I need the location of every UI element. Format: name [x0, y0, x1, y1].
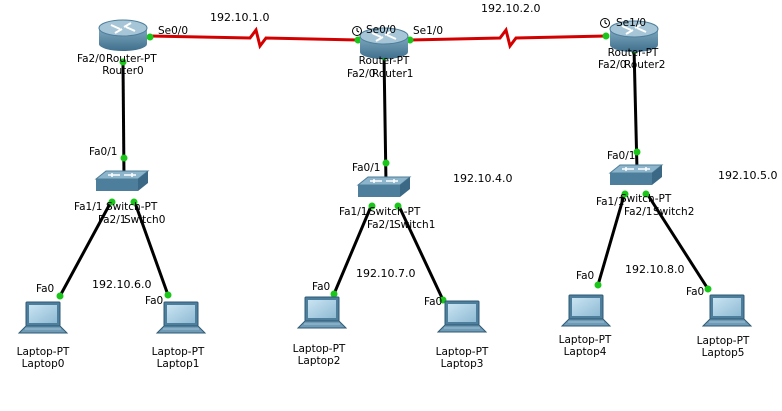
switch0-model-label: Switch-PT — [106, 201, 158, 213]
router0-icon[interactable] — [98, 19, 148, 51]
router1-name-label: Router1 — [372, 68, 414, 80]
laptop2-icon[interactable] — [296, 296, 348, 329]
switch2-name-label: Switch2 — [653, 206, 695, 218]
link-sw2-laptop4[interactable] — [596, 191, 627, 286]
router2-name-label: Router2 — [624, 59, 666, 71]
network-label-192-10-5-0: 192.10.5.0 — [718, 169, 778, 182]
port-label-r2-se10: Se1/0 — [616, 17, 647, 29]
laptop4-icon[interactable] — [560, 294, 612, 327]
port-label-r1-fa20: Fa2/0 — [347, 68, 376, 80]
port-label-laptop0-fa0: Fa0 — [36, 283, 55, 295]
network-label-192-10-4-0: 192.10.4.0 — [453, 172, 513, 185]
switch1-model-label: Switch-PT — [369, 206, 421, 218]
router2-model-label: Router-PT — [607, 47, 659, 59]
switch1-icon[interactable] — [356, 176, 412, 197]
router0-name-label: Router0 — [102, 65, 144, 77]
port-label-sw0-fa11: Fa1/1 — [74, 201, 103, 213]
network-label-192-10-6-0: 192.10.6.0 — [92, 278, 152, 291]
laptop3-model-label: Laptop-PT — [435, 346, 489, 358]
network-label-192-10-8-0: 192.10.8.0 — [625, 263, 685, 276]
port-label-sw1-fa21: Fa2/1 — [367, 219, 396, 231]
laptop4-model-label: Laptop-PT — [558, 334, 612, 346]
network-label-192-10-7-0: 192.10.7.0 — [356, 267, 416, 280]
laptop5-name-label: Laptop5 — [701, 347, 745, 359]
laptop0-name-label: Laptop0 — [21, 358, 65, 370]
link-sw0-laptop1[interactable] — [132, 199, 170, 296]
laptop0-icon[interactable] — [17, 301, 69, 334]
switch0-name-label: Switch0 — [124, 214, 166, 226]
port-label-sw2-fa11: Fa1/1 — [596, 196, 625, 208]
laptop2-model-label: Laptop-PT — [292, 343, 346, 355]
laptop3-icon[interactable] — [436, 300, 488, 333]
port-label-laptop5-fa0: Fa0 — [686, 286, 705, 298]
serial-link-r0-r1[interactable] — [149, 26, 359, 50]
laptop1-name-label: Laptop1 — [156, 358, 200, 370]
switch1-name-label: Switch1 — [394, 219, 436, 231]
laptop2-name-label: Laptop2 — [297, 355, 341, 367]
network-label-192-10-1-0: 192.10.1.0 — [210, 11, 270, 24]
port-label-sw1-fa11: Fa1/1 — [339, 206, 368, 218]
port-label-sw0-fa21: Fa2/1 — [98, 214, 127, 226]
port-label-laptop1-fa0: Fa0 — [145, 295, 164, 307]
port-label-r0-fa20: Fa2/0 — [77, 53, 106, 65]
clock-icon — [352, 26, 362, 36]
clock-icon — [600, 18, 610, 28]
port-label-sw2-fa01: Fa0/1 — [607, 150, 636, 162]
serial-link-r1-r2[interactable] — [409, 26, 607, 50]
laptop4-name-label: Laptop4 — [563, 346, 607, 358]
router0-model-label: Router-PT — [106, 53, 157, 65]
laptop1-model-label: Laptop-PT — [151, 346, 205, 358]
switch2-icon[interactable] — [608, 164, 664, 185]
router2-icon[interactable] — [609, 20, 659, 52]
port-label-r2-fa20: Fa2/0 — [598, 59, 627, 71]
port-label-r0-se00: Se0/0 — [158, 25, 189, 37]
port-label-sw2-fa21: Fa2/1 — [624, 206, 653, 218]
port-label-r1-se10: Se1/0 — [413, 25, 444, 37]
port-label-laptop4-fa0: Fa0 — [576, 270, 595, 282]
port-label-laptop2-fa0: Fa0 — [312, 281, 331, 293]
port-label-r1-se00: Se0/0 — [366, 24, 397, 36]
network-label-192-10-2-0: 192.10.2.0 — [481, 2, 541, 15]
port-label-sw1-fa01: Fa0/1 — [352, 162, 381, 174]
router1-icon[interactable] — [359, 27, 409, 59]
laptop3-name-label: Laptop3 — [440, 358, 484, 370]
switch0-icon[interactable] — [94, 170, 150, 191]
link-sw1-laptop3[interactable] — [396, 203, 445, 301]
switch2-model-label: Switch-PT — [620, 193, 672, 205]
port-label-laptop3-fa0: Fa0 — [424, 296, 443, 308]
laptop1-icon[interactable] — [155, 301, 207, 334]
laptop5-icon[interactable] — [701, 294, 753, 327]
laptop0-model-label: Laptop-PT — [16, 346, 70, 358]
port-label-sw0-fa01: Fa0/1 — [89, 146, 118, 158]
link-sw2-laptop5[interactable] — [644, 191, 710, 290]
router1-model-label: Router-PT — [358, 55, 410, 67]
link-sw1-laptop2[interactable] — [332, 203, 374, 295]
link-sw0-laptop0[interactable] — [58, 199, 114, 297]
laptop5-model-label: Laptop-PT — [696, 335, 750, 347]
